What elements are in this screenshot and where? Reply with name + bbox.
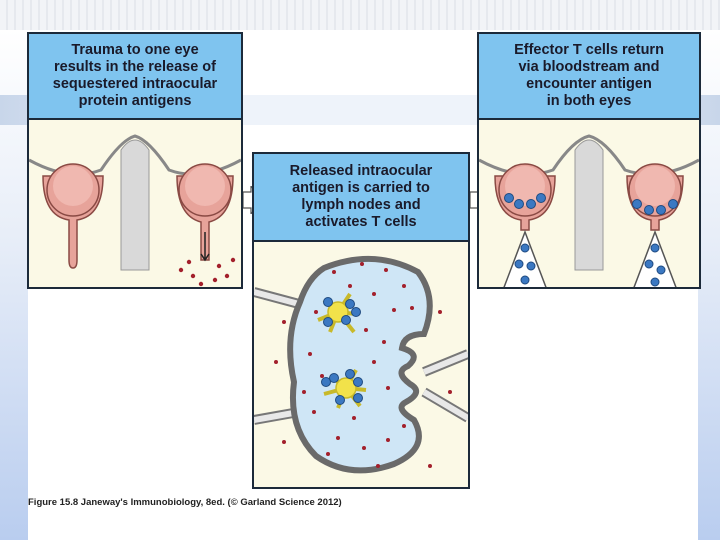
trauma-illustration: [29, 134, 241, 287]
released-antigens: [178, 257, 236, 287]
panel-trauma: Trauma to one eye results in the release…: [27, 32, 243, 289]
left-eye: [42, 163, 104, 269]
circulating-t-cells: [514, 243, 666, 287]
injured-eye: [176, 163, 234, 262]
effector-caption: Effector T cells return via bloodstream …: [479, 34, 699, 120]
effector-illustration: [479, 134, 699, 287]
slide-top-stripes: [0, 0, 720, 30]
nose-shape-right: [574, 139, 604, 271]
figure-caption: Figure 15.8 Janeway's Immunobiology, 8ed…: [28, 497, 342, 508]
slide-right-decoration: [698, 30, 720, 540]
eye-right-inflamed: [626, 163, 684, 231]
trauma-caption: Trauma to one eye results in the release…: [29, 34, 241, 120]
t-cells-in-eyes: [504, 193, 678, 215]
t-cells-1: [323, 297, 361, 327]
nose-shape: [120, 139, 150, 271]
dendritic-cell-2: [323, 369, 367, 409]
panel-lymph-node: Released intraocular antigen is carried …: [252, 152, 470, 489]
eye-left-inflamed: [494, 163, 556, 231]
t-cells-2: [321, 369, 363, 405]
panel-effector-return: Effector T cells return via bloodstream …: [477, 32, 701, 289]
bloodstream-vessels: [503, 229, 677, 287]
lymph-node-body: [287, 255, 433, 474]
lymph-node-illustration: [254, 255, 468, 474]
node-antigens: [274, 262, 452, 468]
lymph-node-caption: Released intraocular antigen is carried …: [254, 154, 468, 242]
